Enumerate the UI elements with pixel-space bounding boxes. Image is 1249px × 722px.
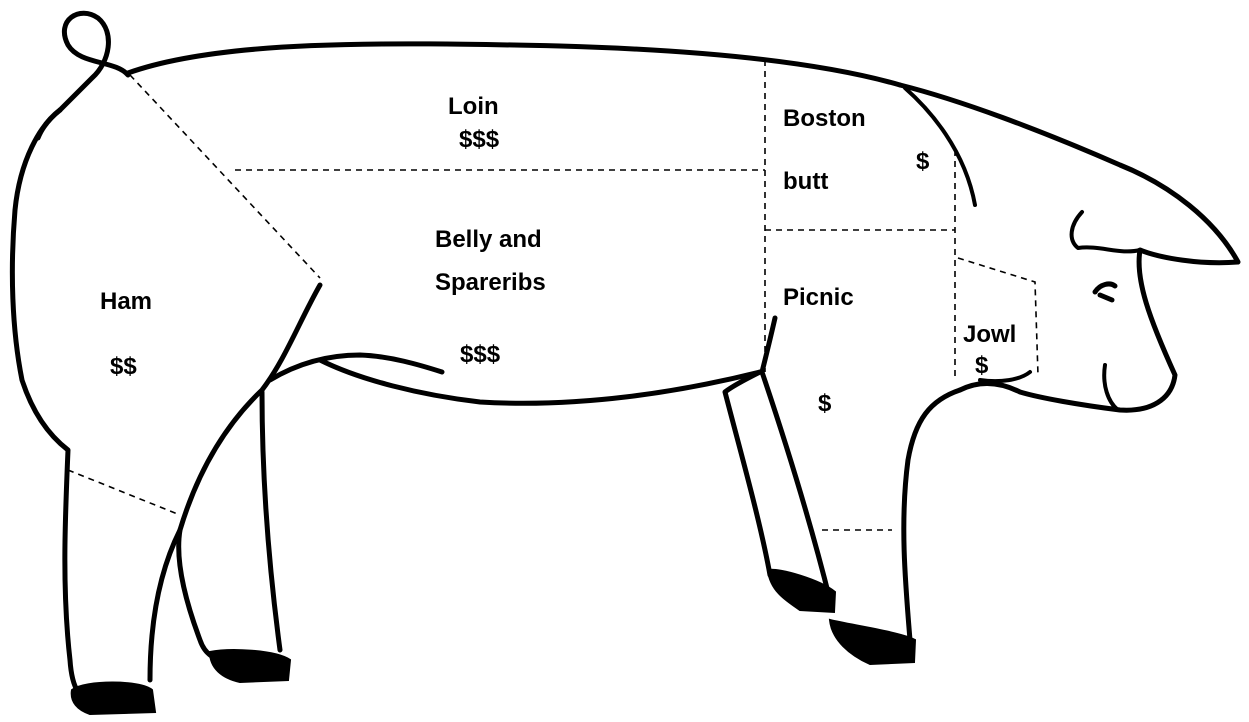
pig-hind-leg-near <box>262 392 280 650</box>
pig-hind-leg-far <box>150 530 180 680</box>
ham-loin-boundary <box>130 75 320 278</box>
ham-price: $$ <box>110 355 137 379</box>
pig-eye-icon <box>1095 284 1115 300</box>
pig-snout-top <box>1072 212 1140 251</box>
hoof-hind-front <box>210 650 290 682</box>
belly-spareribs-label-line2: Spareribs <box>435 271 546 295</box>
ham-shank-boundary <box>68 470 180 515</box>
loin-label: Loin <box>448 95 499 119</box>
ham-label: Ham <box>100 290 152 314</box>
pig-tail <box>60 13 128 110</box>
boston-butt-label-line2: butt <box>783 170 828 194</box>
belly-spareribs-price: $$$ <box>460 343 500 367</box>
boston-butt-price: $ <box>916 150 929 174</box>
jowl-price: $ <box>975 354 988 378</box>
loin-price: $$$ <box>459 128 499 152</box>
picnic-price: $ <box>818 392 831 416</box>
pig-mouth <box>1104 365 1118 410</box>
pig-back <box>128 44 900 85</box>
pig-outline <box>12 13 1238 705</box>
jowl-boundary <box>958 258 1038 375</box>
jowl-label: Jowl <box>963 323 1016 347</box>
pig-front-leg-near-front <box>904 390 960 640</box>
hoof-front-front <box>830 620 915 664</box>
pig-front-leg-near-back <box>762 318 830 600</box>
pig-ham-front <box>179 285 320 662</box>
boston-butt-label-line1: Boston <box>783 107 866 131</box>
pig-head <box>900 85 1238 410</box>
belly-spareribs-label-line1: Belly and <box>435 228 542 252</box>
pig-front-leg-far <box>725 372 770 575</box>
pig-rump <box>12 110 98 705</box>
pig-tail-base <box>38 110 60 138</box>
cut-boundaries <box>68 60 1038 530</box>
hoof-hind-back <box>72 683 155 715</box>
picnic-label: Picnic <box>783 286 854 310</box>
pig-underline <box>320 360 760 403</box>
